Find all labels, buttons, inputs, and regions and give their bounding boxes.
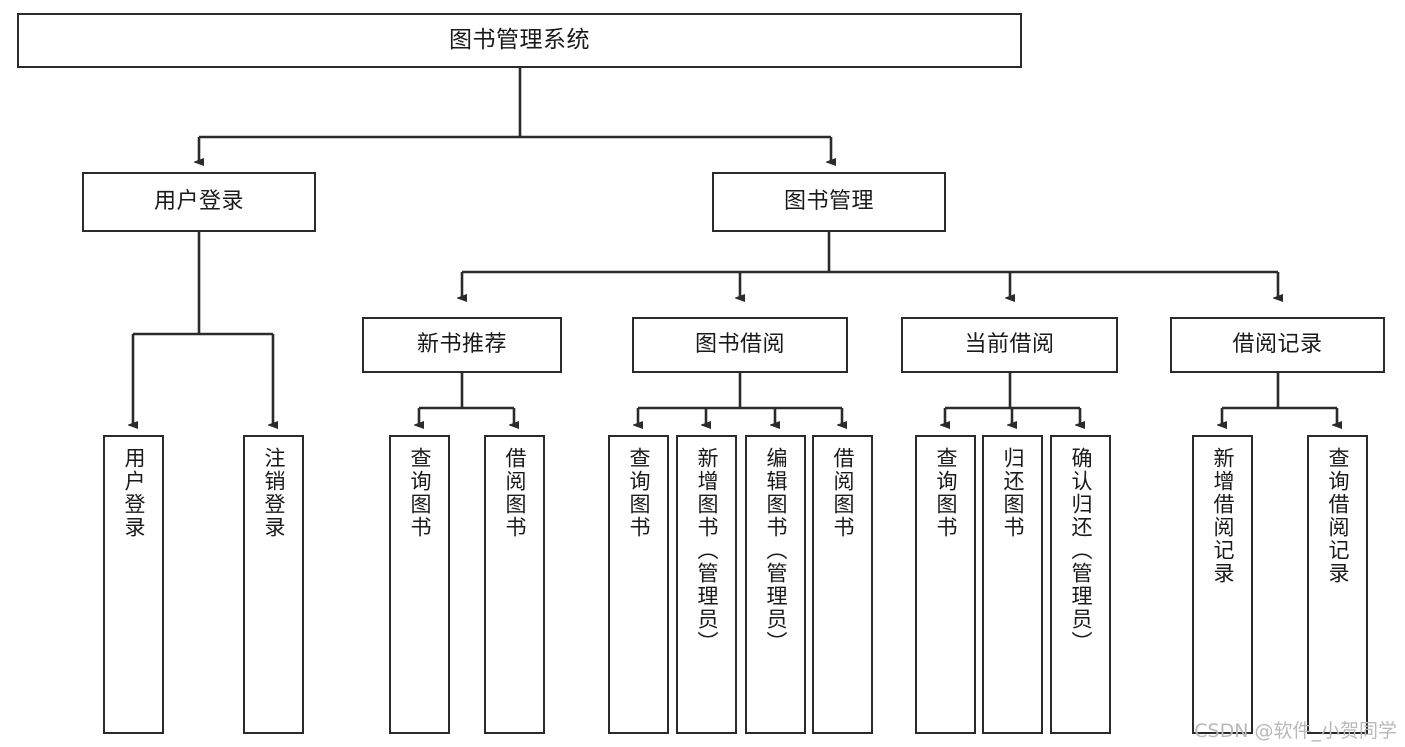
leaf-edit-book[interactable]: 编辑图书（管理员） (745, 435, 806, 734)
node-current-borrow[interactable]: 当前借阅 (901, 317, 1118, 373)
leaf-logout-label: 注销登录 (262, 447, 286, 539)
leaf-query-book-2-label: 查询图书 (627, 447, 651, 539)
leaf-query-book-3[interactable]: 查询图书 (915, 435, 976, 734)
node-current-borrow-label: 当前借阅 (964, 332, 1055, 358)
leaf-query-book-3-label: 查询图书 (934, 447, 958, 539)
leaf-add-record[interactable]: 新增借阅记录 (1192, 435, 1253, 734)
leaf-borrow-book-1[interactable]: 借阅图书 (484, 435, 545, 734)
leaf-borrow-book-2[interactable]: 借阅图书 (812, 435, 873, 734)
leaf-user-login-label: 用户登录 (122, 447, 146, 539)
leaf-confirm-return-label: 确认归还（管理员） (1069, 447, 1093, 654)
node-book-borrow[interactable]: 图书借阅 (632, 317, 848, 373)
node-book-manage[interactable]: 图书管理 (712, 172, 946, 232)
leaf-query-book-1-label: 查询图书 (408, 447, 432, 539)
watermark: CSDN @软件_小贺同学 (1194, 720, 1397, 742)
leaf-query-book-2[interactable]: 查询图书 (608, 435, 669, 734)
node-new-book-rec-label: 新书推荐 (416, 332, 507, 358)
leaf-return-book[interactable]: 归还图书 (982, 435, 1043, 734)
node-user-login-label: 用户登录 (153, 189, 244, 215)
node-borrow-record-label: 借阅记录 (1232, 332, 1323, 358)
node-borrow-record[interactable]: 借阅记录 (1170, 317, 1385, 373)
leaf-user-login[interactable]: 用户登录 (103, 435, 164, 734)
leaf-add-record-label: 新增借阅记录 (1211, 447, 1235, 585)
node-root[interactable]: 图书管理系统 (17, 13, 1022, 68)
leaf-query-book-1[interactable]: 查询图书 (389, 435, 450, 734)
leaf-add-book-label: 新增图书（管理员） (695, 447, 719, 654)
leaf-query-record-label: 查询借阅记录 (1326, 447, 1350, 585)
leaf-confirm-return[interactable]: 确认归还（管理员） (1050, 435, 1111, 734)
leaf-return-book-label: 归还图书 (1001, 447, 1025, 539)
leaf-borrow-book-2-label: 借阅图书 (831, 447, 855, 539)
node-user-login[interactable]: 用户登录 (82, 172, 316, 232)
leaf-borrow-book-1-label: 借阅图书 (503, 447, 527, 539)
node-root-label: 图书管理系统 (449, 26, 590, 53)
leaf-query-record[interactable]: 查询借阅记录 (1307, 435, 1368, 734)
leaf-edit-book-label: 编辑图书（管理员） (764, 447, 788, 654)
leaf-logout[interactable]: 注销登录 (243, 435, 304, 734)
leaf-add-book[interactable]: 新增图书（管理员） (676, 435, 737, 734)
node-book-borrow-label: 图书借阅 (694, 332, 785, 358)
node-book-manage-label: 图书管理 (783, 189, 874, 215)
node-new-book-rec[interactable]: 新书推荐 (362, 317, 562, 373)
